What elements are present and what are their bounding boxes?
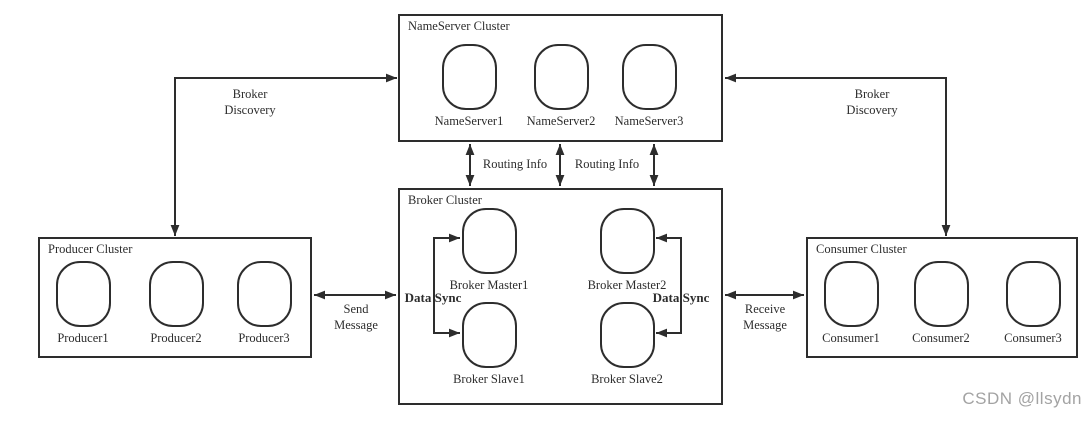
- nameserver3-label: NameServer3: [614, 114, 684, 128]
- broker-master1-shape: [461, 208, 517, 274]
- receive-message-label: Receive Message: [721, 301, 809, 333]
- node-producer1: Producer1: [38, 261, 128, 346]
- nameserver3-shape: [621, 44, 677, 110]
- broker-master1-label: Broker Master1: [449, 278, 529, 292]
- broker-cluster-box: Broker Cluster Broker Master1 Broker Mas…: [398, 188, 723, 405]
- node-broker-master1: Broker Master1: [444, 208, 534, 293]
- node-producer2: Producer2: [131, 261, 221, 346]
- producer-cluster-box: Producer Cluster Producer1 Producer2 Pro…: [38, 237, 312, 358]
- consumer2-label: Consumer2: [912, 331, 970, 345]
- csdn-watermark: CSDN @llsydn: [962, 389, 1082, 408]
- node-nameserver1: NameServer1: [424, 44, 514, 129]
- node-nameserver3: NameServer3: [604, 44, 694, 129]
- node-consumer2: Consumer2: [896, 261, 986, 346]
- consumer1-shape: [823, 261, 879, 327]
- data-sync-left-arrow: [433, 233, 460, 338]
- routing-info-left-label: Routing Info: [482, 157, 548, 171]
- broker-discovery-right-label-line1: Broker: [854, 87, 890, 101]
- receive-message-label-line1: Receive: [744, 302, 786, 316]
- data-sync-right-label: Data Sync: [652, 290, 710, 305]
- consumer2-shape: [913, 261, 969, 327]
- receive-message-label-line2: Message: [743, 318, 787, 332]
- broker-master2-shape: [599, 208, 655, 274]
- node-nameserver2: NameServer2: [516, 44, 606, 129]
- consumer3-shape: [1005, 261, 1061, 327]
- node-consumer1: Consumer1: [806, 261, 896, 346]
- producer1-shape: [55, 261, 111, 327]
- broker-discovery-left-label-line1: Broker: [232, 87, 268, 101]
- broker-master2-label: Broker Master2: [587, 278, 667, 292]
- broker-slave1-label: Broker Slave1: [453, 372, 525, 386]
- broker-discovery-right-arrow: [725, 73, 951, 236]
- node-consumer3: Consumer3: [988, 261, 1078, 346]
- broker-discovery-left-arrow: [170, 73, 397, 236]
- send-message-label-line2: Message: [334, 318, 378, 332]
- broker-discovery-left-label-line2: Discovery: [224, 103, 276, 117]
- broker-slave2-shape: [599, 302, 655, 368]
- broker-discovery-right-label-line2: Discovery: [846, 103, 898, 117]
- routing-info-right-label: Routing Info: [574, 157, 640, 171]
- consumer-cluster-title: Consumer Cluster: [816, 242, 907, 256]
- nameserver-cluster-box: NameServer Cluster NameServer1 NameServe…: [398, 14, 723, 142]
- producer-cluster-title: Producer Cluster: [48, 242, 133, 256]
- consumer1-label: Consumer1: [822, 331, 880, 345]
- producer3-label: Producer3: [238, 331, 290, 345]
- nameserver-cluster-title: NameServer Cluster: [408, 19, 510, 33]
- broker-discovery-right-label: Broker Discovery: [822, 86, 922, 118]
- producer2-shape: [148, 261, 204, 327]
- broker-slave1-shape: [461, 302, 517, 368]
- node-broker-master2: Broker Master2: [582, 208, 672, 293]
- node-producer3: Producer3: [219, 261, 309, 346]
- node-broker-slave2: Broker Slave2: [582, 302, 672, 387]
- send-message-label: Send Message: [312, 301, 400, 333]
- consumer3-label: Consumer3: [1004, 331, 1062, 345]
- data-sync-right-arrow: [656, 233, 682, 338]
- send-message-label-line1: Send: [343, 302, 369, 316]
- producer3-shape: [236, 261, 292, 327]
- broker-cluster-title: Broker Cluster: [408, 193, 482, 207]
- producer1-label: Producer1: [57, 331, 109, 345]
- node-broker-slave1: Broker Slave1: [444, 302, 534, 387]
- nameserver2-shape: [533, 44, 589, 110]
- nameserver2-label: NameServer2: [526, 114, 596, 128]
- broker-slave2-label: Broker Slave2: [591, 372, 663, 386]
- nameserver1-label: NameServer1: [434, 114, 504, 128]
- broker-discovery-left-label: Broker Discovery: [200, 86, 300, 118]
- consumer-cluster-box: Consumer Cluster Consumer1 Consumer2 Con…: [806, 237, 1078, 358]
- nameserver1-shape: [441, 44, 497, 110]
- producer2-label: Producer2: [150, 331, 202, 345]
- data-sync-left-label: Data Sync: [404, 290, 462, 305]
